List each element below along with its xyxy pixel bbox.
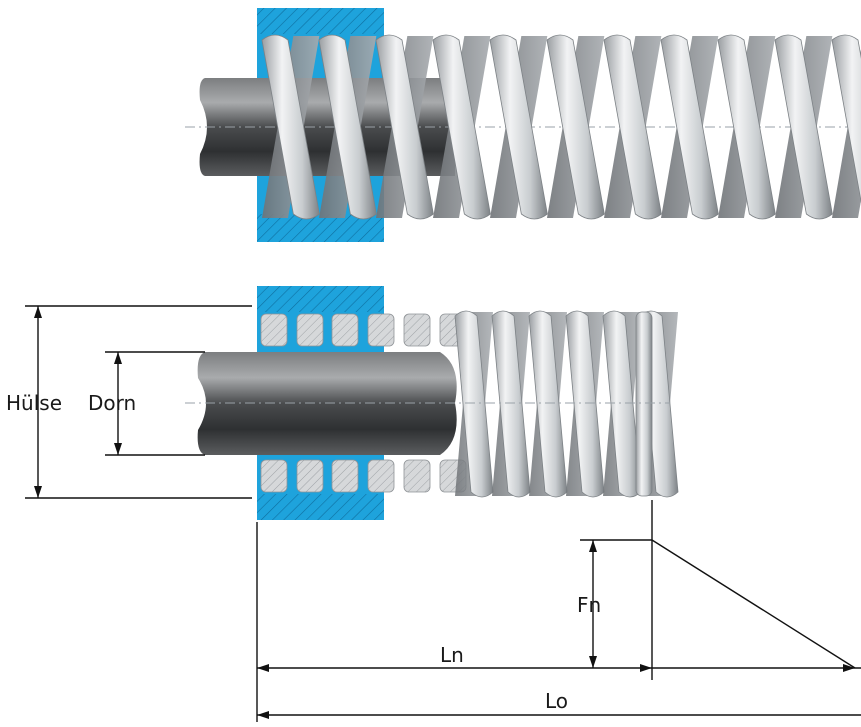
force-label: Fn xyxy=(577,593,601,617)
spring-end-face xyxy=(635,311,653,497)
top-coil-front xyxy=(660,34,719,220)
bottom-spring-coils xyxy=(260,310,679,498)
coil-section-bottom xyxy=(331,459,359,493)
coil-section-top xyxy=(260,313,288,347)
coil-section-top xyxy=(403,313,431,347)
top-coil-front xyxy=(261,34,320,220)
sleeve-label: Hülse xyxy=(6,391,62,415)
top-coil-front xyxy=(717,34,776,220)
coil-section-bottom xyxy=(367,459,395,493)
top-coil-front xyxy=(489,34,548,220)
coil-section-top xyxy=(296,313,324,347)
bottom-assembly xyxy=(185,286,679,520)
top-spring-coils xyxy=(261,34,861,220)
coil-section-top xyxy=(367,313,395,347)
force-characteristic-line xyxy=(651,539,856,669)
top-coil-front xyxy=(432,34,491,220)
top-coil-front xyxy=(831,34,861,204)
compressed-length-label: Ln xyxy=(440,643,464,667)
coil-section-bottom xyxy=(403,459,431,493)
top-coil-front xyxy=(603,34,662,220)
top-coil-front xyxy=(774,34,833,220)
coil-section-bottom xyxy=(296,459,324,493)
coil-section-bottom xyxy=(260,459,288,493)
dimensions: Hülse Dorn Fn Ln Lo xyxy=(6,305,861,722)
free-length-label: Lo xyxy=(545,689,568,713)
mandrel-label: Dorn xyxy=(88,391,136,415)
top-assembly xyxy=(185,8,861,242)
top-coil-front xyxy=(546,34,605,220)
top-coil-front xyxy=(318,34,377,220)
top-coil-front xyxy=(375,34,434,220)
coil-section-top xyxy=(331,313,359,347)
